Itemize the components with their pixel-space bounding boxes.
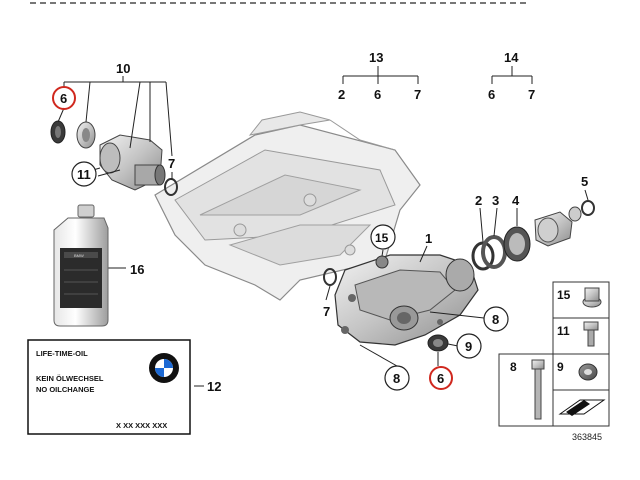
callout-16: 16 <box>130 262 144 277</box>
callout-11-left: 11 <box>77 167 91 182</box>
o-ring-mid <box>323 268 337 286</box>
label-box: LIFE-TIME-OIL KEIN ÖLWECHSEL NO OILCHANG… <box>27 339 191 435</box>
oil-bottle-icon: BMW <box>53 204 109 327</box>
callout-1: 1 <box>425 231 432 246</box>
highlight-ring-bottom <box>429 366 453 390</box>
legend-cell-11 <box>552 317 610 355</box>
callout-4: 4 <box>512 193 520 208</box>
callout-2: 2 <box>475 193 482 208</box>
legend-panel: 15 11 8 9 <box>498 281 610 427</box>
callout-14-a: 6 <box>488 87 495 102</box>
pinion-rings <box>471 200 595 271</box>
legend-8: 8 <box>510 360 517 374</box>
legend-9: 9 <box>557 360 564 374</box>
callout-13-a: 2 <box>338 87 345 102</box>
torque-arrow-icon <box>558 399 606 416</box>
label-line2: KEIN ÖLWECHSEL <box>36 374 104 383</box>
callout-circle-9 <box>456 333 482 359</box>
label-code: X XX XXX XXX <box>116 421 167 430</box>
leader-lines <box>57 66 589 387</box>
differential-housing <box>334 254 479 346</box>
legend-11: 11 <box>557 324 570 338</box>
svg-text:BMW: BMW <box>74 253 84 258</box>
diagram-number: 363845 <box>572 432 602 442</box>
callout-8-right: 8 <box>492 312 499 327</box>
highlight-ring-top <box>52 86 76 110</box>
callout-3: 3 <box>492 193 499 208</box>
callout-6-bottom: 6 <box>437 371 444 386</box>
callout-15-main: 15 <box>375 231 389 245</box>
callout-9-main: 9 <box>465 339 472 354</box>
callout-6-top: 6 <box>60 91 67 106</box>
callout-circle-11 <box>71 161 97 187</box>
callout-12: 12 <box>207 379 221 394</box>
callout-circle-15 <box>370 224 396 250</box>
legend-cell-8 <box>498 353 554 427</box>
callout-5: 5 <box>581 174 588 189</box>
callout-circle-8-right <box>483 306 509 332</box>
bmw-logo-icon <box>149 353 179 383</box>
callout-13: 13 <box>369 50 383 65</box>
callout-circle-8-bottom <box>384 365 410 391</box>
shaft-seal-bottom <box>427 334 449 352</box>
flange-assembly <box>50 120 178 196</box>
oil-pan-housing <box>154 111 421 301</box>
legend-15: 15 <box>557 288 571 302</box>
callout-10: 10 <box>116 61 130 76</box>
label-line1: LIFE-TIME-OIL <box>36 349 88 358</box>
callout-14-b: 7 <box>528 87 535 102</box>
callout-13-c: 7 <box>414 87 421 102</box>
callout-13-b: 6 <box>374 87 381 102</box>
callout-14: 14 <box>504 50 519 65</box>
callout-7-mid: 7 <box>323 304 330 319</box>
callout-7-top: 7 <box>168 156 175 171</box>
callout-8-bottom: 8 <box>393 371 400 386</box>
label-line3: NO OILCHANGE <box>36 385 94 394</box>
